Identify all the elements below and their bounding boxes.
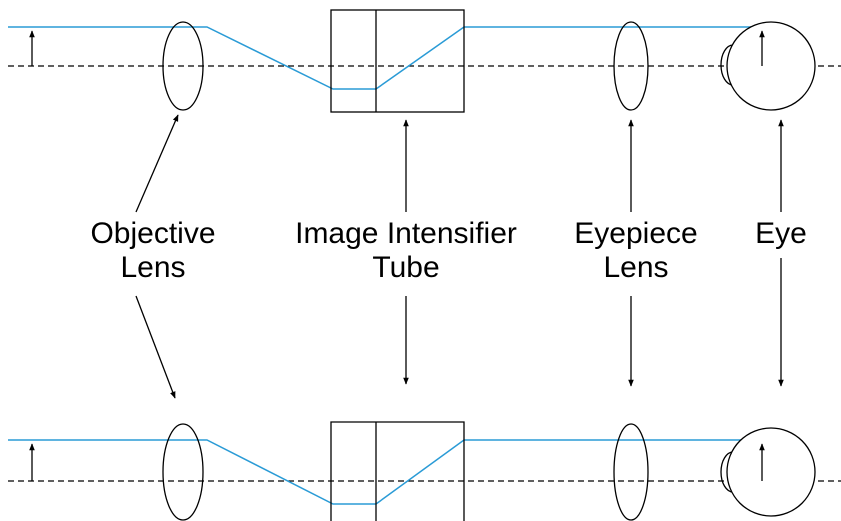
top-objective-lens (162, 21, 204, 111)
callout-arrows (135, 114, 784, 399)
top-ray-path (8, 26, 769, 90)
image-intensifier-tube-label-line2: Tube (372, 251, 440, 284)
image-intensifier-tube-label: Image Intensifier Tube (266, 217, 546, 285)
top-eye-cornea (720, 44, 734, 86)
bottom-objective-lens (162, 423, 204, 521)
eyepiece-lens-label-line1: Eyepiece (574, 217, 698, 250)
objective-lens-label-line1: Objective (90, 217, 216, 250)
objective-lens-label-line2: Lens (120, 251, 186, 284)
top-eye (726, 21, 816, 111)
objective-lens-label: Objective Lens (73, 217, 233, 285)
objective-up-arrow (135, 114, 179, 213)
bottom-eye-cornea (720, 451, 734, 493)
top-image-intensifier-tube (330, 9, 465, 113)
eye-label-line1: Eye (755, 217, 807, 250)
eye-label: Eye (741, 217, 821, 251)
bottom-image-intensifier-tube (330, 421, 465, 521)
objective-down-arrow (135, 295, 176, 399)
bottom-eye (726, 427, 816, 517)
bottom-ray-path (8, 439, 769, 505)
image-intensifier-tube-label-line1: Image Intensifier (295, 217, 517, 250)
bottom-optical-system (8, 421, 841, 521)
eyepiece-lens-label-line2: Lens (603, 251, 669, 284)
bottom-eyepiece-lens (613, 423, 649, 521)
top-eyepiece-lens (613, 21, 649, 111)
eyepiece-lens-label: Eyepiece Lens (556, 217, 716, 285)
top-optical-system (8, 9, 841, 113)
